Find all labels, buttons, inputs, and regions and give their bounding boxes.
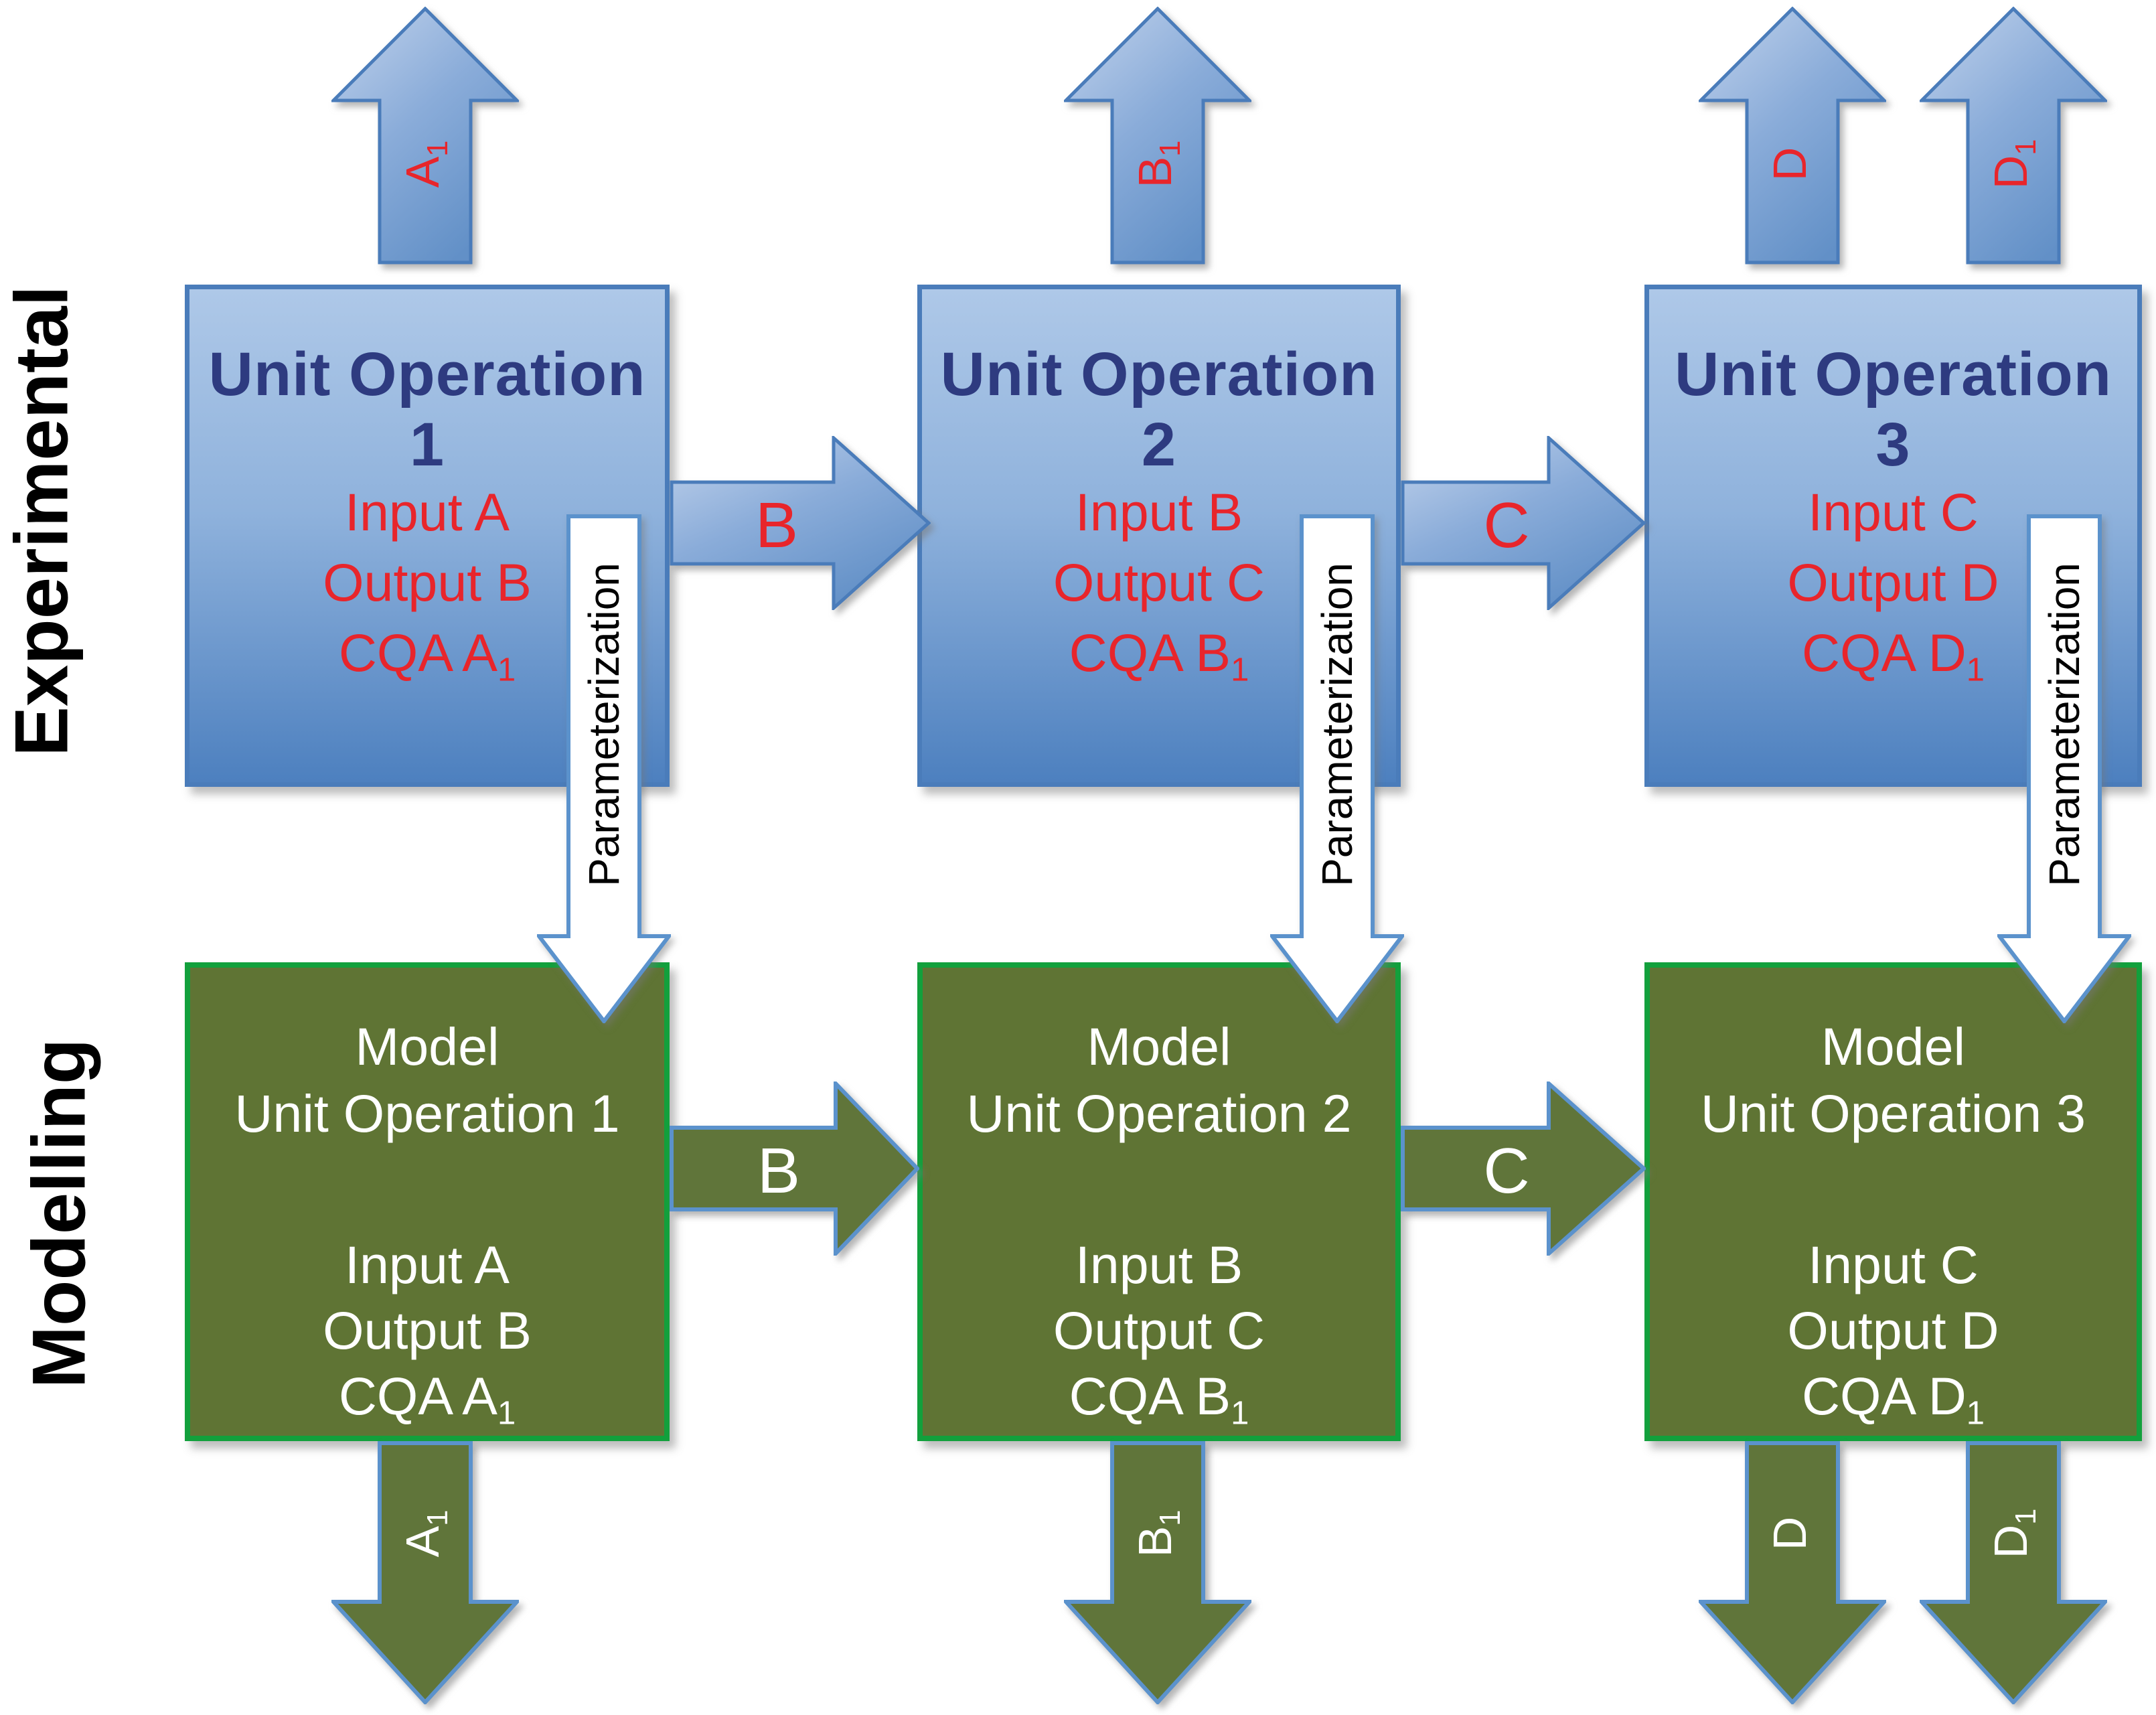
cqa-b1-down-arrow [1064, 1441, 1251, 1704]
output-d-up-arrow [1699, 7, 1886, 265]
unit-operation-2-title: Unit Operation 2 [940, 340, 1378, 479]
cqa-d1-down-arrow [1920, 1441, 2107, 1704]
unit-operation-1-streams: Input A Output B CQA A1 [323, 482, 532, 688]
cqa-d1-up-arrow [1920, 7, 2107, 265]
model-unit-operation-3-box: Model Unit Operation 3 Input C Output D … [1644, 962, 2142, 1441]
unit-operation-2-streams: Input B Output C CQA B1 [1053, 482, 1265, 688]
stream-b-arrow-modelling [670, 1082, 919, 1256]
model-unit-operation-1-box: Model Unit Operation 1 Input A Output B … [185, 962, 670, 1441]
cqa-a1-down-arrow [331, 1441, 519, 1704]
unit-operation-3-title: Unit Operation 3 [1675, 340, 2112, 479]
model-unit-operation-1-streams: Input A Output B CQA A1 [323, 1235, 532, 1432]
model-unit-operation-3-streams: Input C Output D CQA D1 [1787, 1235, 1999, 1432]
parameterization-arrow-3 [1997, 514, 2131, 1023]
stream-b-arrow-experimental [670, 436, 931, 610]
model-unit-operation-2-box: Model Unit Operation 2 Input B Output C … [917, 962, 1401, 1441]
model-unit-operation-3-title: Model Unit Operation 3 [1700, 1017, 2086, 1143]
parameterization-arrow-2 [1270, 514, 1404, 1023]
cqa-b1-up-arrow [1064, 7, 1251, 265]
model-unit-operation-2-title: Model Unit Operation 2 [966, 1017, 1352, 1143]
unit-operation-1-title: Unit Operation 1 [208, 340, 646, 479]
cqa-a1-up-arrow [331, 7, 519, 265]
parameterization-arrow-1 [537, 514, 671, 1023]
stream-c-arrow-experimental [1401, 436, 1646, 610]
stream-c-arrow-modelling [1401, 1082, 1646, 1256]
output-d-down-arrow [1699, 1441, 1886, 1704]
unit-operation-3-streams: Input C Output D CQA D1 [1787, 482, 1999, 688]
model-unit-operation-2-streams: Input B Output C CQA B1 [1053, 1235, 1265, 1432]
model-unit-operation-1-title: Model Unit Operation 1 [234, 1017, 620, 1143]
